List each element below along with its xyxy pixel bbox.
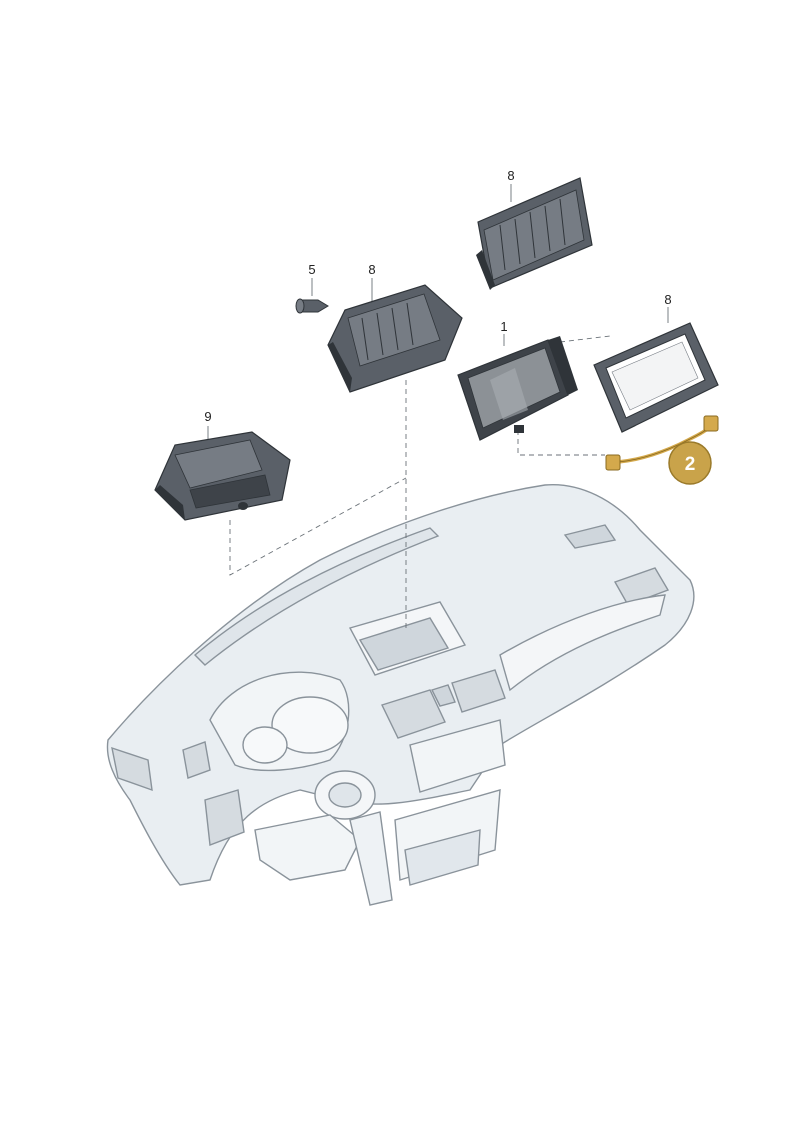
screw-part[interactable] bbox=[295, 298, 329, 314]
callout-display-frame: 8 bbox=[664, 292, 671, 307]
cable-harness-part[interactable] bbox=[605, 415, 719, 471]
storage-tray-part[interactable] bbox=[154, 431, 291, 521]
highlight-badge-label: 2 bbox=[685, 454, 696, 475]
callout-screw: 5 bbox=[308, 262, 315, 277]
callout-storage-tray: 9 bbox=[204, 409, 211, 424]
callout-bracket-upper: 8 bbox=[507, 168, 514, 183]
callout-display-unit: 1 bbox=[500, 319, 507, 334]
bracket-upper-part[interactable] bbox=[476, 177, 593, 290]
highlight-badge[interactable]: 2 bbox=[668, 441, 712, 485]
bracket-center-part[interactable] bbox=[327, 284, 463, 393]
display-unit-part[interactable] bbox=[457, 336, 578, 441]
dashboard-panel bbox=[106, 483, 695, 906]
display-frame-part[interactable] bbox=[593, 322, 719, 433]
callout-bracket-center: 8 bbox=[368, 262, 375, 277]
leader-lines bbox=[207, 184, 669, 630]
